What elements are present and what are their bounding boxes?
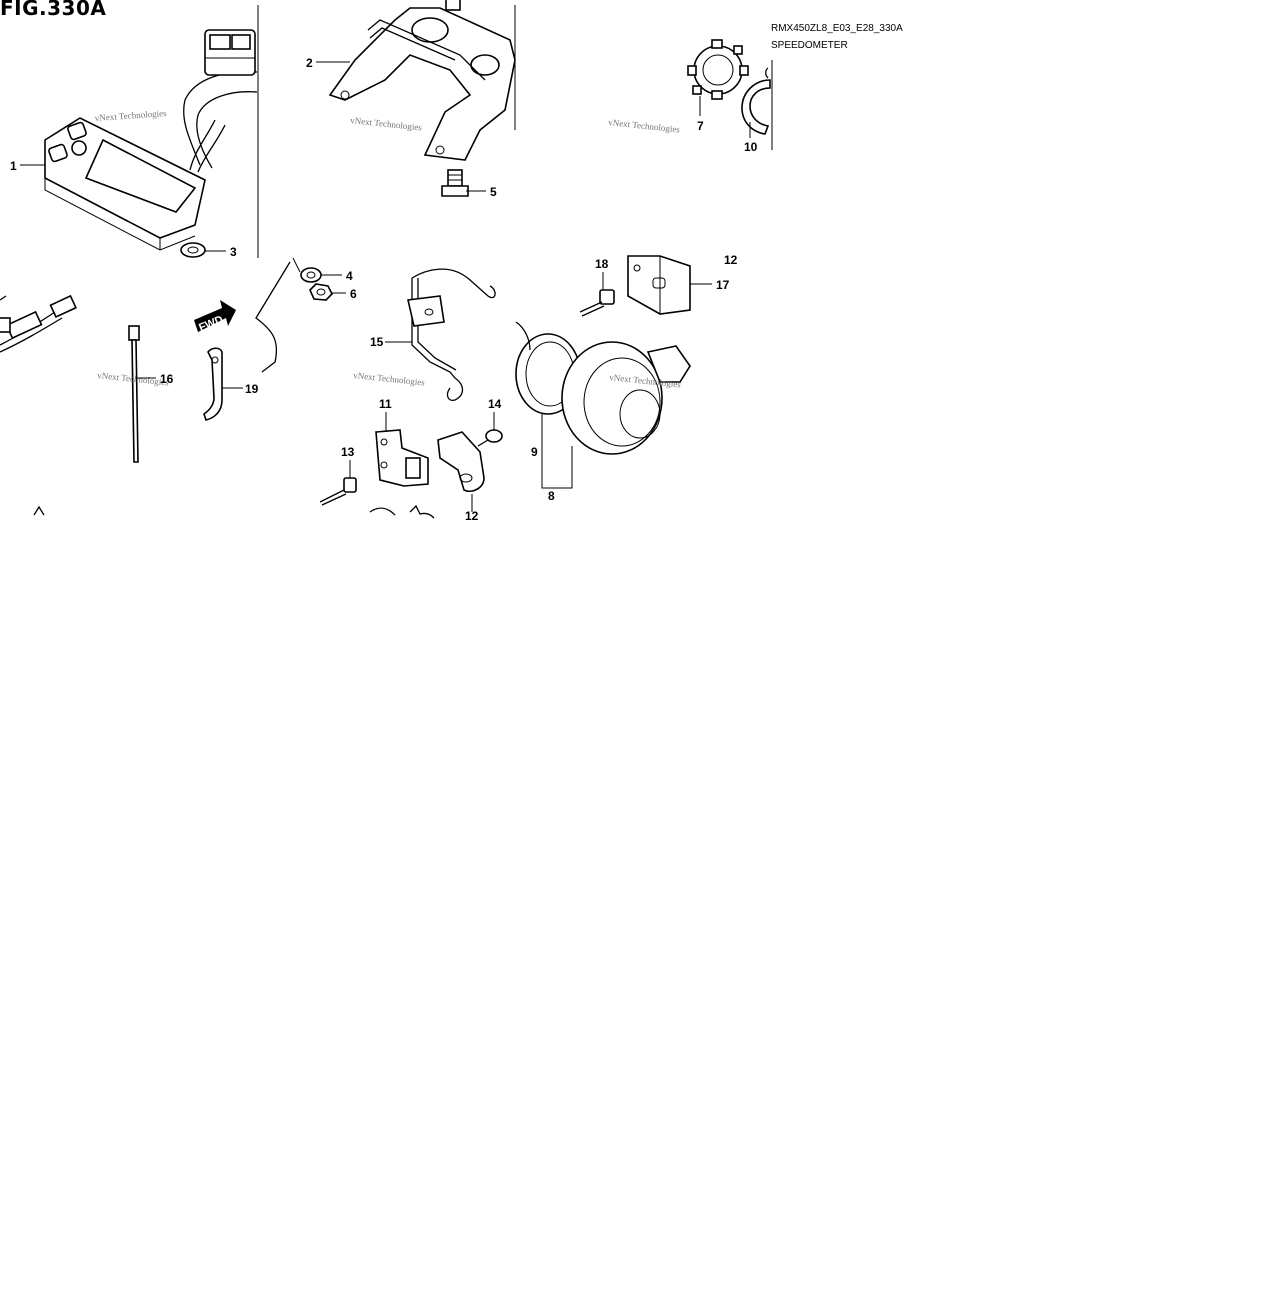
callout-16: 16 — [160, 372, 174, 386]
callout-18: 18 — [595, 257, 609, 271]
part-rivet-18[interactable] — [579, 289, 615, 317]
fwd-label: FWD — [197, 314, 225, 335]
model-code: RMX450ZL8_E03_E28_330A — [771, 23, 903, 34]
part-case-8[interactable] — [515, 321, 691, 455]
watermark-2: vNext Technologies — [350, 115, 423, 133]
part-harness-lower[interactable] — [0, 294, 77, 353]
figure-title: FIG.330A — [0, 0, 107, 20]
watermark-5: vNext Technologies — [353, 370, 426, 388]
part-speedometer-unit[interactable] — [44, 29, 258, 251]
part-washer-4[interactable] — [300, 267, 322, 283]
part-seal-ring-10[interactable] — [741, 67, 771, 135]
callout-9: 9 — [531, 445, 538, 459]
callout-4: 4 — [346, 269, 353, 283]
part-wire-bracket-15[interactable] — [407, 268, 496, 401]
callout-1: 1 — [10, 159, 17, 173]
callout-12-lower: 12 — [465, 509, 479, 523]
callout-17: 17 — [716, 278, 730, 292]
leader-lines — [20, 61, 751, 512]
callout-2: 2 — [306, 56, 313, 70]
part-rivet-13[interactable] — [319, 477, 357, 506]
section-name: SPEEDOMETER — [771, 40, 848, 51]
watermark-3: vNext Technologies — [608, 117, 681, 135]
callout-8: 8 — [548, 489, 555, 503]
callout-19: 19 — [245, 382, 259, 396]
part-clamp-19[interactable] — [203, 347, 223, 421]
callout-12-upper: 12 — [724, 253, 738, 267]
callout-14: 14 — [488, 397, 502, 411]
callout-6: 6 — [350, 287, 357, 301]
part-retainer-ring-7[interactable] — [687, 39, 749, 100]
callout-7: 7 — [697, 119, 704, 133]
part-mount-plate-11[interactable] — [375, 429, 429, 487]
part-grommet-3[interactable] — [180, 242, 206, 258]
part-mount-bracket-17[interactable] — [627, 255, 691, 315]
callout-13: 13 — [341, 445, 355, 459]
callout-numbers: 1 2 3 4 5 6 7 8 9 10 11 12 12 13 14 15 1… — [10, 56, 758, 523]
fwd-arrow: FWD — [194, 300, 236, 334]
callout-3: 3 — [230, 245, 237, 259]
part-cable-tie-16[interactable] — [128, 325, 140, 463]
part-nut-6[interactable] — [309, 283, 333, 301]
part-screw-14[interactable] — [477, 429, 503, 447]
part-bolt-5[interactable] — [441, 169, 469, 197]
callout-10: 10 — [744, 140, 758, 154]
callout-11: 11 — [379, 397, 392, 411]
part-bracket-2[interactable] — [328, 0, 516, 161]
part-clamp-12[interactable] — [437, 431, 485, 493]
callout-5: 5 — [490, 185, 497, 199]
watermark-1: vNext Technologies — [94, 108, 167, 123]
callout-15: 15 — [370, 335, 384, 349]
